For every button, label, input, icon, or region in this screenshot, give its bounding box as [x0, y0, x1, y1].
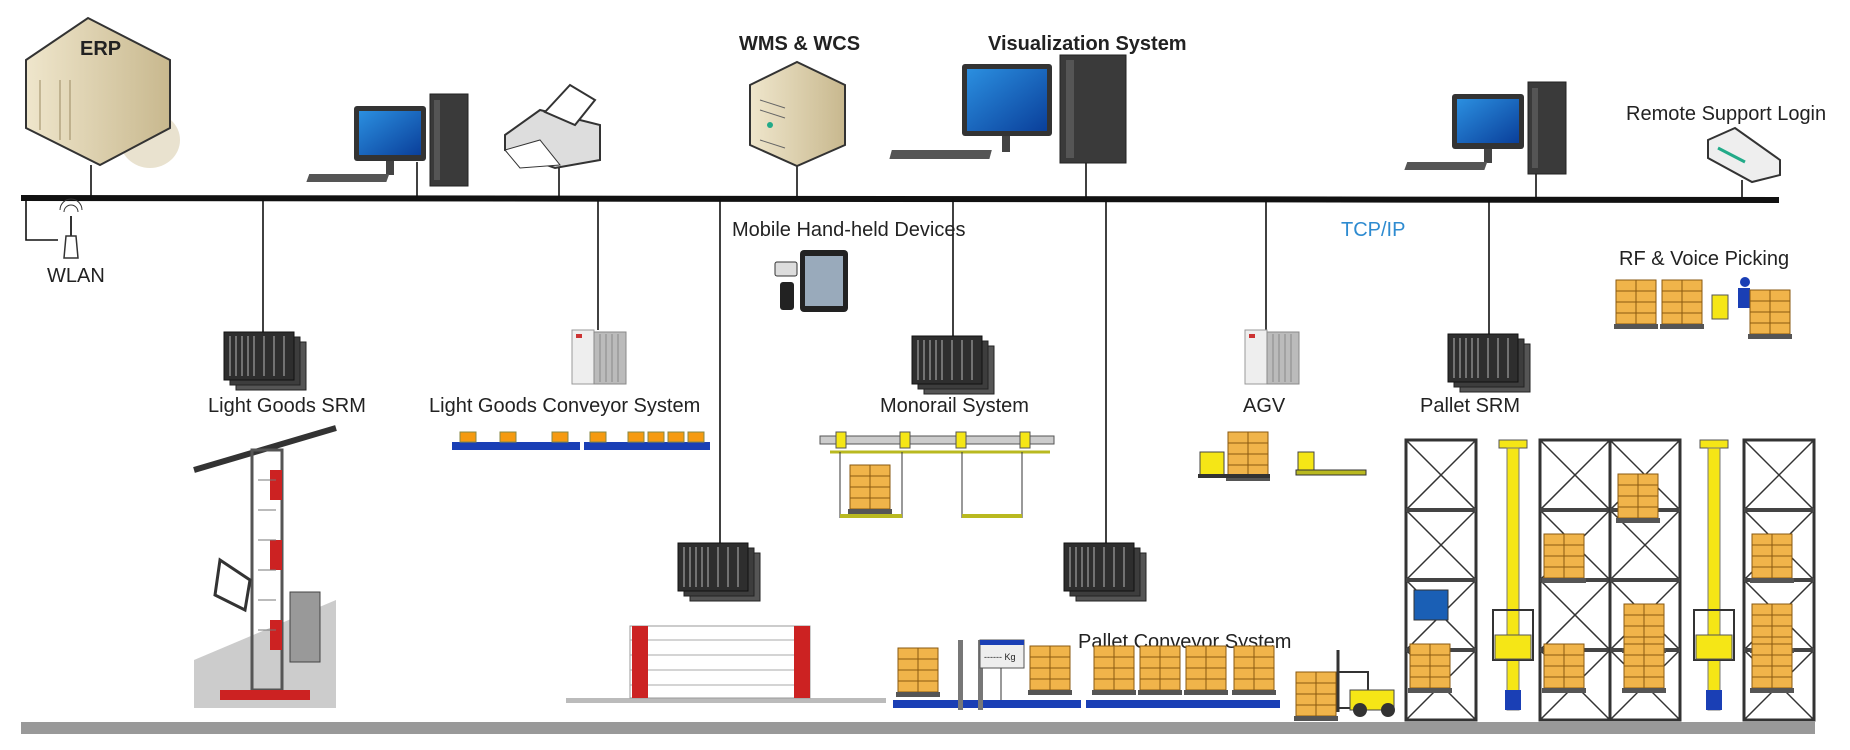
- pallet-srm-racks-icon: [1404, 438, 1816, 722]
- mobile-devices-icon: [774, 250, 848, 312]
- agv-label: AGV: [1243, 395, 1286, 417]
- desktop-pc-icon-2: [1403, 81, 1567, 175]
- rf-voice-picking-icon: [1613, 277, 1793, 340]
- light-goods-srm-label: Light Goods SRM: [208, 395, 366, 417]
- wlan-label: WLAN: [47, 265, 105, 287]
- monorail-label: Monorail System: [880, 395, 1029, 417]
- pallet-srm-label: Pallet SRM: [1420, 395, 1520, 417]
- network-bus: [20, 195, 1780, 203]
- mobile-devices-label: Mobile Hand-held Devices: [732, 219, 965, 241]
- wlan-antenna-icon: [59, 198, 83, 259]
- shuttle-rack-icon: [566, 625, 886, 703]
- wms-wcs-label: WMS & WCS: [739, 33, 860, 55]
- router-icon: [1707, 126, 1781, 184]
- pallet-conveyor-icon: ------ Kg: [893, 639, 1280, 710]
- tcpip-label: TCP/IP: [1341, 219, 1405, 241]
- desktop-pc-icon: [305, 93, 469, 187]
- erp-server-icon: [25, 16, 180, 168]
- printer-icon: [504, 83, 601, 170]
- forklift-icon: [1293, 650, 1395, 722]
- drive-light-goods-conveyor-icon: [571, 329, 627, 385]
- plc-shuttle-icon: [677, 542, 761, 602]
- plc-pallet-srm-icon: [1447, 333, 1531, 393]
- light-goods-conveyor-icon: [452, 431, 710, 450]
- monorail-icon: [819, 431, 1055, 518]
- floor-bar: [21, 722, 1815, 734]
- plc-monorail-icon: [911, 335, 995, 395]
- scale-readout: ------ Kg: [984, 652, 1016, 662]
- light-goods-conveyor-label: Light Goods Conveyor System: [429, 395, 700, 417]
- agv-icon: [1198, 431, 1367, 482]
- plc-pallet-conveyor-icon: [1063, 542, 1147, 602]
- wms-wcs-server-icon: [749, 60, 846, 168]
- light-goods-srm-machine: [193, 425, 337, 708]
- plc-light-goods-srm-icon: [223, 331, 307, 391]
- remote-support-label: Remote Support Login: [1626, 103, 1826, 125]
- visualization-pc-icon: [889, 54, 1127, 164]
- rf-voice-picking-label: RF & Voice Picking: [1619, 248, 1789, 270]
- drive-agv-icon: [1244, 329, 1300, 385]
- erp-label: ERP: [80, 38, 121, 60]
- visualization-label: Visualization System: [988, 33, 1187, 55]
